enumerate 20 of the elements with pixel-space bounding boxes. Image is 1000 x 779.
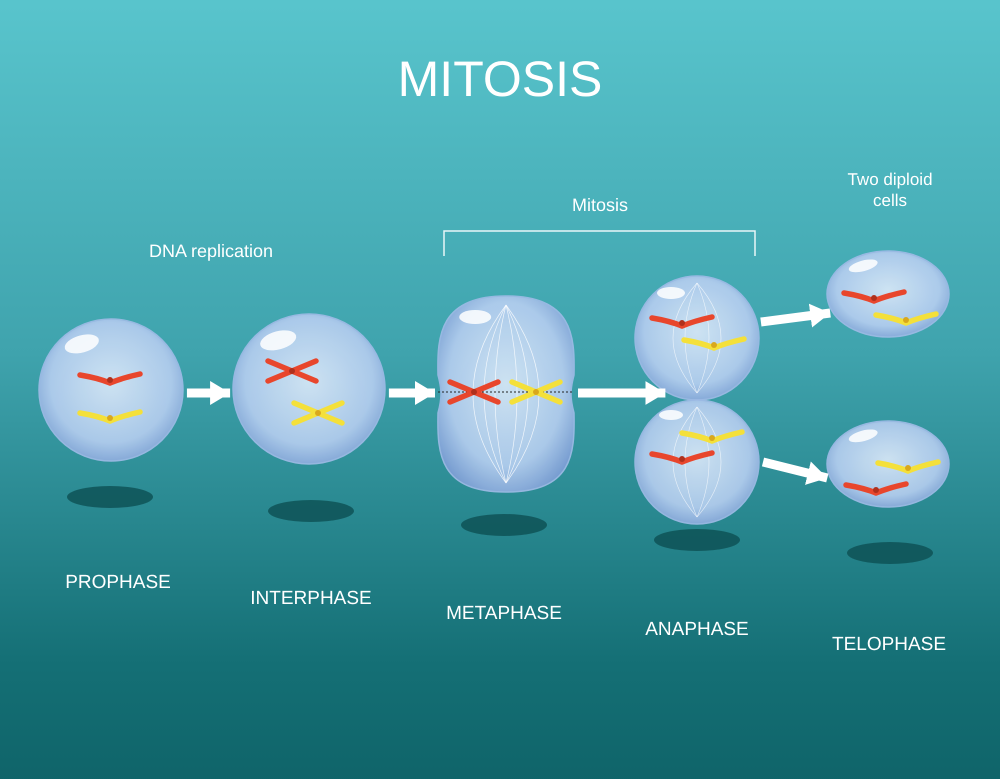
caption: Two diploid cells xyxy=(846,168,934,210)
arrow xyxy=(388,381,435,405)
cell-drawing xyxy=(826,420,950,508)
arrow xyxy=(578,381,666,405)
cell-drawing xyxy=(632,275,762,525)
cell-drawing xyxy=(38,318,184,462)
phase-label: PROPHASE xyxy=(64,570,172,594)
bracket-label: Mitosis xyxy=(570,194,629,216)
cell-drawing xyxy=(826,250,950,338)
cell-drawing xyxy=(232,313,386,465)
arrow xyxy=(760,304,831,328)
caption: DNA replication xyxy=(148,240,274,262)
phase-label: INTERPHASE xyxy=(249,586,373,610)
phase-label: TELOPHASE xyxy=(830,632,948,656)
arrow xyxy=(186,381,230,405)
title: MITOSIS xyxy=(396,50,604,108)
cell-drawing xyxy=(436,295,576,493)
arrow xyxy=(762,458,828,485)
phase-label: METAPHASE xyxy=(445,602,563,624)
phase-label: ANAPHASE xyxy=(644,618,750,640)
